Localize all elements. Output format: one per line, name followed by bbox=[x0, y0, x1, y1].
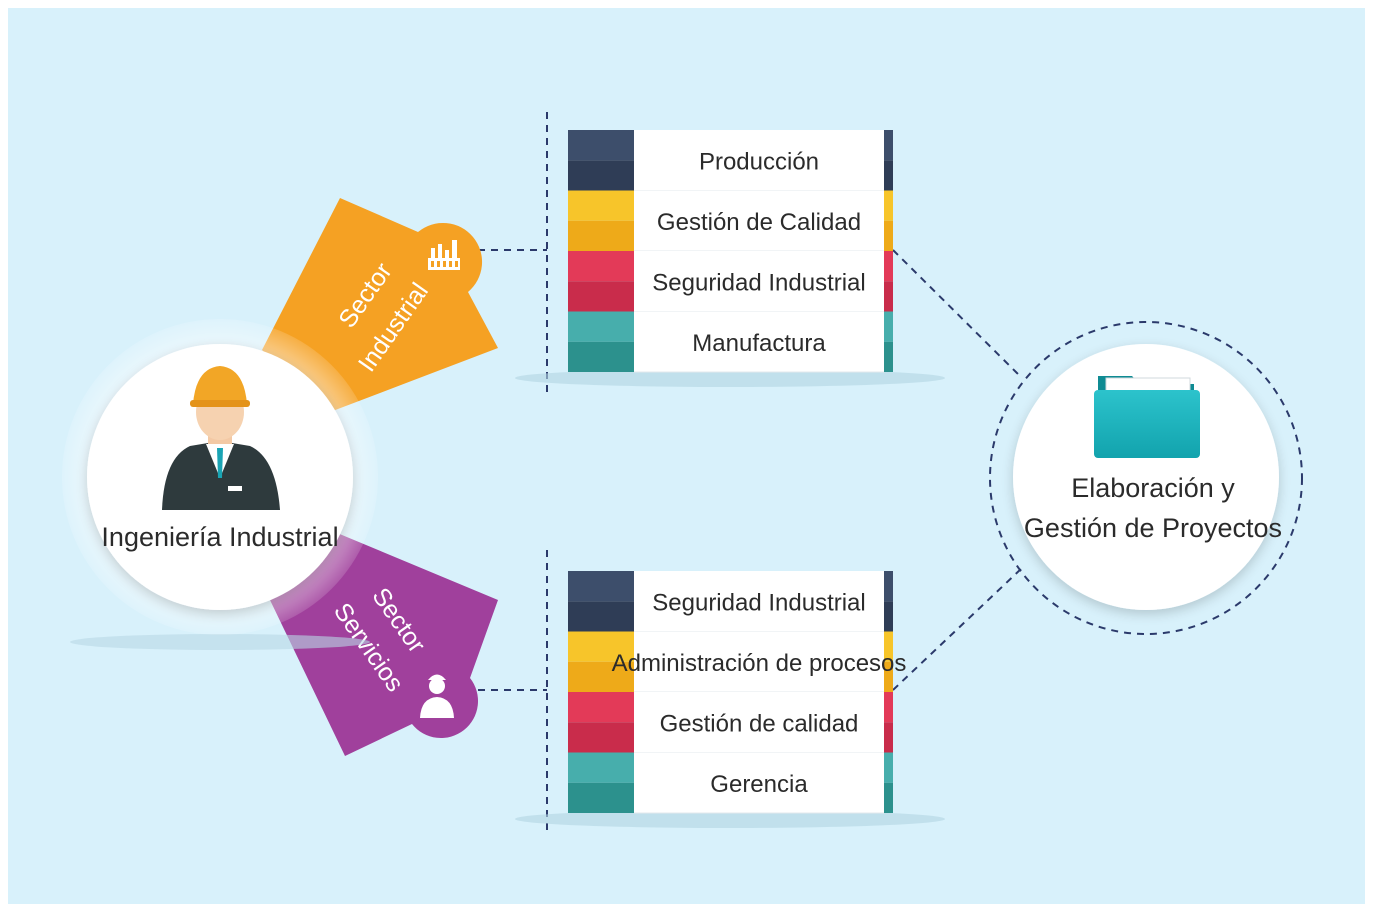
goal-node: Elaboración y Gestión de Proyectos bbox=[1013, 344, 1282, 610]
goal-circle bbox=[1013, 344, 1279, 610]
row-background bbox=[634, 692, 884, 753]
list-item-label: Seguridad Industrial bbox=[652, 589, 865, 616]
list-item: Producción bbox=[568, 130, 893, 191]
list-item: Seguridad Industrial bbox=[568, 251, 893, 312]
list-item-label: Seguridad Industrial bbox=[652, 269, 865, 296]
row-color-tab-bottom bbox=[568, 281, 634, 312]
row-color-strip-top bbox=[884, 752, 893, 783]
row-background bbox=[634, 130, 884, 191]
row-color-tab-top bbox=[568, 571, 634, 602]
row-background bbox=[634, 752, 884, 813]
row-color-strip-top bbox=[884, 190, 893, 221]
row-background bbox=[634, 631, 884, 692]
list-item: Manufactura bbox=[568, 311, 893, 373]
row-color-strip-bottom bbox=[884, 160, 893, 191]
list-item-label: Gerencia bbox=[710, 771, 808, 798]
row-color-strip-top bbox=[884, 571, 893, 602]
row-color-strip-bottom bbox=[884, 220, 893, 251]
row-color-tab-top bbox=[568, 752, 634, 783]
row-color-tab-bottom bbox=[568, 220, 634, 251]
row-color-tab-top bbox=[568, 130, 634, 161]
row-background bbox=[634, 311, 884, 372]
row-color-tab-bottom bbox=[568, 782, 634, 813]
list-item: Seguridad Industrial bbox=[568, 571, 893, 632]
list-shadow bbox=[515, 369, 945, 387]
connectors bbox=[478, 112, 1303, 830]
row-color-strip-top bbox=[884, 692, 893, 723]
row-background bbox=[634, 571, 884, 632]
list-item-label: Administración de procesos bbox=[612, 650, 907, 677]
list-item-label: Producción bbox=[699, 148, 819, 175]
goal-line2: Gestión de Proyectos bbox=[1024, 513, 1282, 543]
center-node: Ingeniería Industrial bbox=[62, 319, 378, 650]
row-color-strip-bottom bbox=[884, 661, 893, 692]
row-color-tab-top bbox=[568, 692, 634, 723]
row-color-tab-top bbox=[568, 311, 634, 342]
engineer-icon bbox=[162, 366, 280, 510]
row-color-tab-bottom bbox=[568, 160, 634, 191]
connector-top-to-goal bbox=[892, 249, 1023, 379]
row-color-tab-bottom bbox=[568, 341, 634, 372]
row-color-strip-top bbox=[884, 130, 893, 161]
person-icon bbox=[420, 674, 454, 718]
list-item-label: Gestión de calidad bbox=[660, 710, 859, 737]
row-color-strip-top bbox=[884, 251, 893, 282]
row-color-tab-top bbox=[568, 190, 634, 221]
factory-icon bbox=[428, 240, 460, 270]
row-background bbox=[634, 251, 884, 312]
list-item-label: Manufactura bbox=[692, 330, 826, 357]
center-label: Ingeniería Industrial bbox=[101, 522, 338, 552]
row-color-tab-bottom bbox=[568, 601, 634, 632]
folder-icon bbox=[1094, 376, 1200, 458]
row-color-tab-top bbox=[568, 631, 634, 662]
row-color-strip-top bbox=[884, 631, 893, 662]
row-color-tab-top bbox=[568, 251, 634, 282]
row-color-tab-bottom bbox=[568, 661, 634, 692]
list-item: Gestión de calidad bbox=[568, 692, 893, 753]
row-color-strip-bottom bbox=[884, 341, 893, 372]
goal-line1: Elaboración y bbox=[1071, 473, 1235, 503]
row-color-tab-bottom bbox=[568, 722, 634, 753]
goal-dashed-ring bbox=[989, 321, 1303, 635]
list-shadow bbox=[515, 810, 945, 828]
list-item: Administración de procesos bbox=[568, 631, 907, 693]
row-color-strip-bottom bbox=[884, 782, 893, 813]
row-color-strip-bottom bbox=[884, 722, 893, 753]
row-color-strip-bottom bbox=[884, 281, 893, 312]
connector-bottom-to-goal bbox=[892, 567, 1023, 691]
row-background bbox=[634, 190, 884, 251]
row-color-strip-top bbox=[884, 311, 893, 342]
list-item: Gestión de Calidad bbox=[568, 190, 893, 252]
list-item-label: Gestión de Calidad bbox=[657, 209, 861, 236]
list-item: Gerencia bbox=[568, 752, 893, 814]
row-color-strip-bottom bbox=[884, 601, 893, 632]
